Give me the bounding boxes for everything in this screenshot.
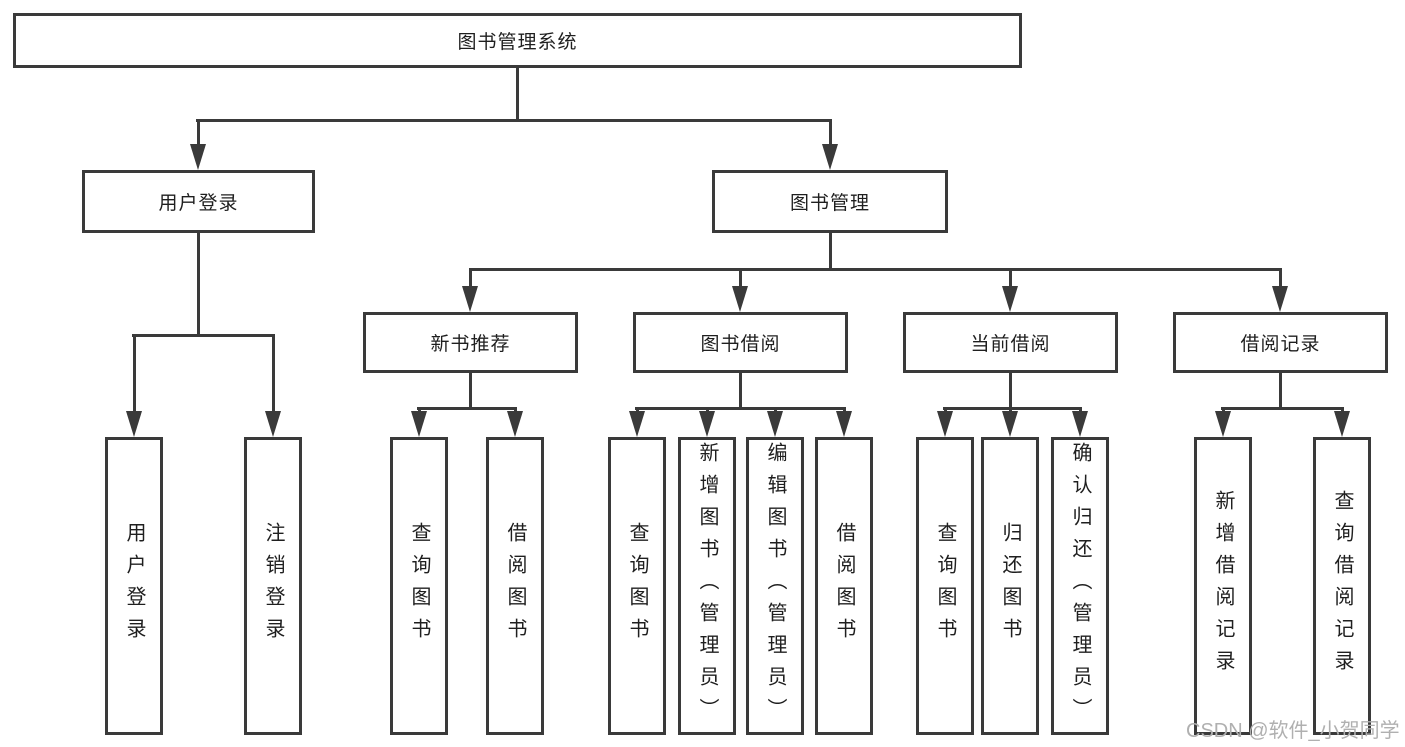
connector-line — [1009, 268, 1012, 290]
connector-line — [829, 233, 832, 271]
connector-line — [1279, 373, 1282, 410]
arrowhead-down-icon — [629, 411, 645, 437]
connector-line — [469, 268, 1282, 271]
arrowhead-down-icon — [462, 286, 478, 312]
arrowhead-down-icon — [1215, 411, 1231, 437]
connector-line — [516, 68, 519, 120]
node-new-book-recommend: 新书推荐 — [363, 312, 578, 373]
leaf-query-books-2-label: 查询图书 — [626, 522, 648, 650]
connector-line — [133, 334, 136, 418]
leaf-query-books-3: 查询图书 — [916, 437, 974, 735]
leaf-user-login-label: 用户登录 — [123, 522, 145, 650]
connector-line — [829, 119, 832, 151]
leaf-borrow-books-2: 借阅图书 — [815, 437, 873, 735]
arrowhead-down-icon — [699, 411, 715, 437]
arrowhead-down-icon — [836, 411, 852, 437]
connector-line — [635, 407, 846, 410]
arrowhead-down-icon — [937, 411, 953, 437]
leaf-add-borrow-record-label: 新增借阅记录 — [1212, 490, 1234, 682]
connector-line — [469, 268, 472, 290]
connector-line — [197, 119, 200, 151]
leaf-query-books-1: 查询图书 — [390, 437, 448, 735]
leaf-borrow-books-1-label: 借阅图书 — [504, 522, 526, 650]
arrowhead-down-icon — [1334, 411, 1350, 437]
leaf-add-books-admin-label: 新增图书（管理员） — [696, 442, 718, 730]
leaf-logout-label: 注销登录 — [262, 522, 284, 650]
leaf-query-borrow-record: 查询借阅记录 — [1313, 437, 1371, 735]
leaf-query-books-1-label: 查询图书 — [408, 522, 430, 650]
leaf-return-books-label: 归还图书 — [999, 522, 1021, 650]
connector-line — [197, 233, 200, 336]
leaf-query-borrow-record-label: 查询借阅记录 — [1331, 490, 1353, 682]
arrowhead-down-icon — [1002, 411, 1018, 437]
connector-line — [196, 119, 832, 122]
node-current-borrowing: 当前借阅 — [903, 312, 1118, 373]
node-book-management: 图书管理 — [712, 170, 948, 233]
arrowhead-down-icon — [732, 286, 748, 312]
arrowhead-down-icon — [126, 411, 142, 437]
leaf-query-books-3-label: 查询图书 — [934, 522, 956, 650]
node-library-system: 图书管理系统 — [13, 13, 1022, 68]
arrowhead-down-icon — [190, 144, 206, 170]
node-current-borrowing-label: 当前借阅 — [970, 334, 1051, 355]
arrowhead-down-icon — [507, 411, 523, 437]
connector-line — [1009, 373, 1012, 410]
leaf-query-books-2: 查询图书 — [608, 437, 666, 735]
leaf-borrow-books-1: 借阅图书 — [486, 437, 544, 735]
connector-line — [739, 268, 742, 290]
leaf-return-books: 归还图书 — [981, 437, 1039, 735]
leaf-edit-books-admin-label: 编辑图书（管理员） — [764, 442, 786, 730]
connector-line — [132, 334, 275, 337]
leaf-confirm-return-admin: 确认归还（管理员） — [1051, 437, 1109, 735]
arrowhead-down-icon — [767, 411, 783, 437]
arrowhead-down-icon — [411, 411, 427, 437]
node-user-login: 用户登录 — [82, 170, 315, 233]
node-library-system-label: 图书管理系统 — [457, 32, 578, 53]
leaf-add-borrow-record: 新增借阅记录 — [1194, 437, 1252, 735]
leaf-add-books-admin: 新增图书（管理员） — [678, 437, 736, 735]
arrowhead-down-icon — [265, 411, 281, 437]
node-new-book-recommend-label: 新书推荐 — [430, 334, 511, 355]
node-book-borrowing: 图书借阅 — [633, 312, 848, 373]
arrowhead-down-icon — [1272, 286, 1288, 312]
leaf-borrow-books-2-label: 借阅图书 — [833, 522, 855, 650]
arrowhead-down-icon — [1002, 286, 1018, 312]
leaf-edit-books-admin: 编辑图书（管理员） — [746, 437, 804, 735]
leaf-confirm-return-admin-label: 确认归还（管理员） — [1069, 442, 1091, 730]
connector-line — [739, 373, 742, 410]
connector-line — [272, 334, 275, 418]
node-user-login-label: 用户登录 — [158, 193, 239, 214]
node-book-borrowing-label: 图书借阅 — [700, 334, 781, 355]
connector-line — [469, 373, 472, 410]
csdn-watermark: CSDN @软件_小贺同学 — [1186, 720, 1400, 742]
connector-line — [943, 407, 1082, 410]
node-book-management-label: 图书管理 — [789, 193, 870, 214]
connector-line — [1221, 407, 1344, 410]
node-borrowing-records: 借阅记录 — [1173, 312, 1388, 373]
node-borrowing-records-label: 借阅记录 — [1240, 334, 1321, 355]
arrowhead-down-icon — [822, 144, 838, 170]
connector-line — [417, 407, 517, 410]
leaf-user-login: 用户登录 — [105, 437, 163, 735]
connector-line — [1279, 268, 1282, 290]
leaf-logout: 注销登录 — [244, 437, 302, 735]
arrowhead-down-icon — [1072, 411, 1088, 437]
